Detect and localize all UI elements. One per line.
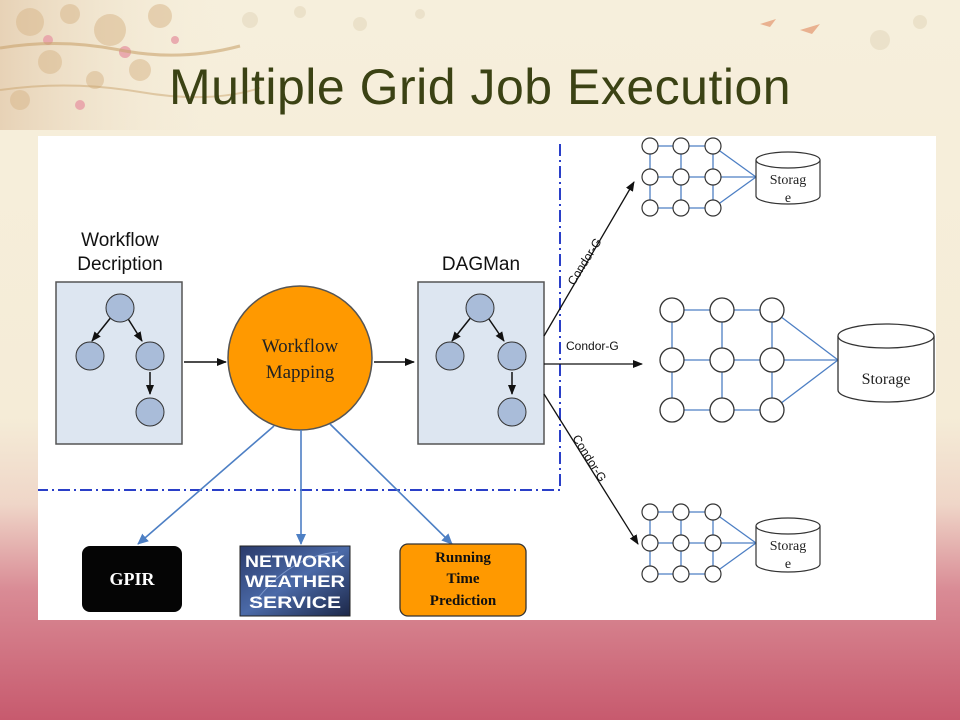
workflow-description-label-line2: Decription [77, 254, 163, 275]
workflow-node [135, 397, 165, 427]
svg-text:SERVICE: SERVICE [249, 593, 341, 612]
network-weather-service-logo: NETWORK WEATHER SERVICE [239, 545, 351, 617]
svg-text:Storage: Storage [862, 371, 911, 388]
decorative-header-pattern [0, 0, 927, 130]
boundary-dashdot [38, 144, 561, 491]
slide-title: Multiple Grid Job Execution [168, 59, 792, 115]
running-time-line1: Running [435, 550, 491, 566]
svg-text:e: e [785, 557, 791, 572]
dagman-node [465, 293, 495, 323]
svg-text:e: e [785, 191, 791, 206]
grid-cluster-top [649, 145, 757, 209]
dagman-label: DAGMan [442, 254, 520, 275]
grid-cluster-bottom [649, 511, 757, 575]
condor-g-label-bottom: Condor-G [569, 432, 609, 484]
svg-text:NETWORK: NETWORK [245, 552, 346, 571]
svg-text:Storag: Storag [770, 539, 807, 554]
workflow-node [75, 341, 105, 371]
workflow-node [105, 293, 135, 323]
workflow-mapping-node [227, 285, 373, 431]
svg-text:Storag: Storag [770, 173, 807, 188]
storage-middle: Storage [837, 323, 935, 403]
workflow-diagram: Workflow Decription Workflow Mapping DAG… [38, 136, 936, 620]
dagman-node [497, 397, 527, 427]
storage-top: Storag e [755, 151, 821, 206]
gpir-box [82, 546, 182, 612]
workflow-description-label-line1: Workflow [81, 230, 159, 251]
gpir-label: GPIR [110, 569, 156, 589]
running-time-line3: Prediction [430, 593, 497, 609]
dagman-node [435, 341, 465, 371]
workflow-node [135, 341, 165, 371]
running-time-line2: Time [446, 571, 479, 587]
workflow-mapping-label-line1: Workflow [262, 336, 339, 357]
svg-text:WEATHER: WEATHER [245, 572, 345, 591]
condor-g-label-top: Condor-G [565, 235, 605, 287]
grid-cluster-middle [671, 309, 839, 411]
running-time-prediction-box [399, 543, 527, 617]
workflow-mapping-label-line2: Mapping [266, 362, 335, 383]
storage-bottom: Storag e [755, 517, 821, 573]
dagman-node [497, 341, 527, 371]
condor-g-label-mid: Condor-G [566, 339, 619, 353]
